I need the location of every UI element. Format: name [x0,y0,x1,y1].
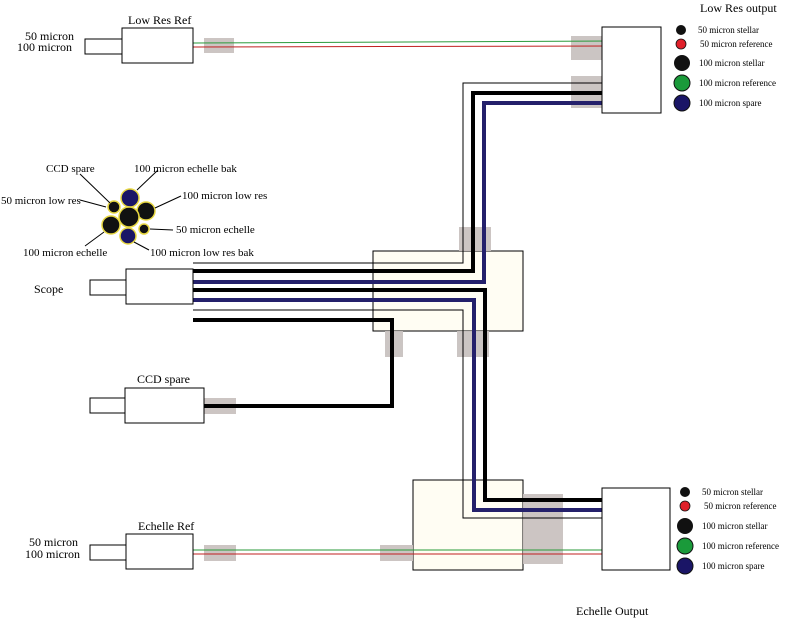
bundle-label-echelle-bak: 100 micron echelle bak [134,163,237,175]
bundle-label-low-res-bak: 100 micron low res bak [150,247,254,259]
echelle-legend-dot-3 [676,537,694,555]
patch-echref-mid [380,545,413,561]
low-res-legend-dot-4 [673,94,691,112]
echelle-legend-text-0: 50 micron stellar [702,487,763,497]
fiber-scope-echelle-black [193,288,612,502]
low-res-ref-connector [84,27,194,64]
low-res-ref-100-label: 100 micron [17,40,72,54]
bundle-echelle-50 [138,223,150,235]
bundle-center [118,206,140,228]
echelle-legend-dot-4 [676,557,694,575]
echelle-legend: 50 micron stellar 50 micron reference 10… [676,487,779,575]
bundle-label-echelle-100: 100 micron echelle [23,247,107,259]
fiber-runs [192,40,613,555]
scope-connector [89,268,194,305]
low-res-legend-dot-0 [676,25,686,35]
low-res-legend-text-0: 50 micron stellar [698,25,759,35]
echelle-legend-dot-2 [677,518,693,534]
patch-echref [204,545,236,561]
echelle-output-box [601,487,671,571]
echelle-legend-text-3: 100 micron reference [702,541,779,551]
low-res-ref-50-label: 50 micron [25,29,74,43]
low-res-legend-dot-3 [673,74,691,92]
echelle-ref-100-label: 100 micron [25,547,80,561]
echelle-legend-dot-0 [680,487,690,497]
bundle-label-low-res-100: 100 micron low res [182,190,267,202]
low-res-output-title: Low Res output [700,1,777,15]
fiber-scope-lowres-navy [193,101,612,284]
echelle-output-title: Echelle Output [576,604,649,618]
echelle-legend-text-1: 50 micron reference [704,501,776,511]
low-res-output-box [601,26,662,114]
bundle-low-res-bak [119,227,137,245]
echelle-ref-connector [89,533,194,570]
scope-title: Scope [34,282,63,296]
bundle-leader-lines [79,169,182,251]
echelle-legend-dot-1 [679,500,691,512]
patch-lowref [204,38,234,53]
fiber-scope-echelle-navy [193,298,612,512]
echelle-legend-text-4: 100 micron spare [702,561,764,571]
fiber-scope-echelle-thin [193,309,612,519]
bundle-echelle-100 [101,215,121,235]
low-res-legend-text-4: 100 micron spare [699,98,761,108]
bundle-label-low-res-50: 50 micron low res [1,195,81,207]
low-res-legend-text-1: 50 micron reference [700,39,772,49]
patch-lower-right [523,494,563,564]
fiber-scope-lowres-thin [193,82,612,264]
low-res-legend-text-2: 100 micron stellar [699,58,764,68]
bundle-label-ccd-spare: CCD spare [46,163,95,175]
fiber-lowref-green [192,40,613,44]
lower-junction-box [412,479,524,571]
echelle-legend-text-2: 100 micron stellar [702,521,767,531]
low-res-legend-text-3: 100 micron reference [699,78,776,88]
fiber-bundle-cross-section [79,169,182,251]
low-res-legend-dot-1 [675,38,687,50]
fiber-scope-lowres-black [193,91,612,273]
bundle-ccd-spare [107,200,121,214]
ccd-spare-connector [89,387,205,424]
low-res-legend-dot-2 [674,55,690,71]
fiber-lowref-red [192,45,613,48]
low-res-legend: 50 micron stellar 50 micron reference 10… [673,25,776,112]
patch-lowout-top [571,36,603,60]
low-res-ref-title: Low Res Ref [128,13,191,27]
fiber-scope-ccd [193,318,394,408]
echelle-ref-title: Echelle Ref [138,519,194,533]
ccd-spare-title: CCD spare [137,372,190,386]
echelle-ref-50-label: 50 micron [29,535,78,549]
bundle-echelle-bak [120,188,140,208]
bundle-label-echelle-50: 50 micron echelle [176,224,255,236]
